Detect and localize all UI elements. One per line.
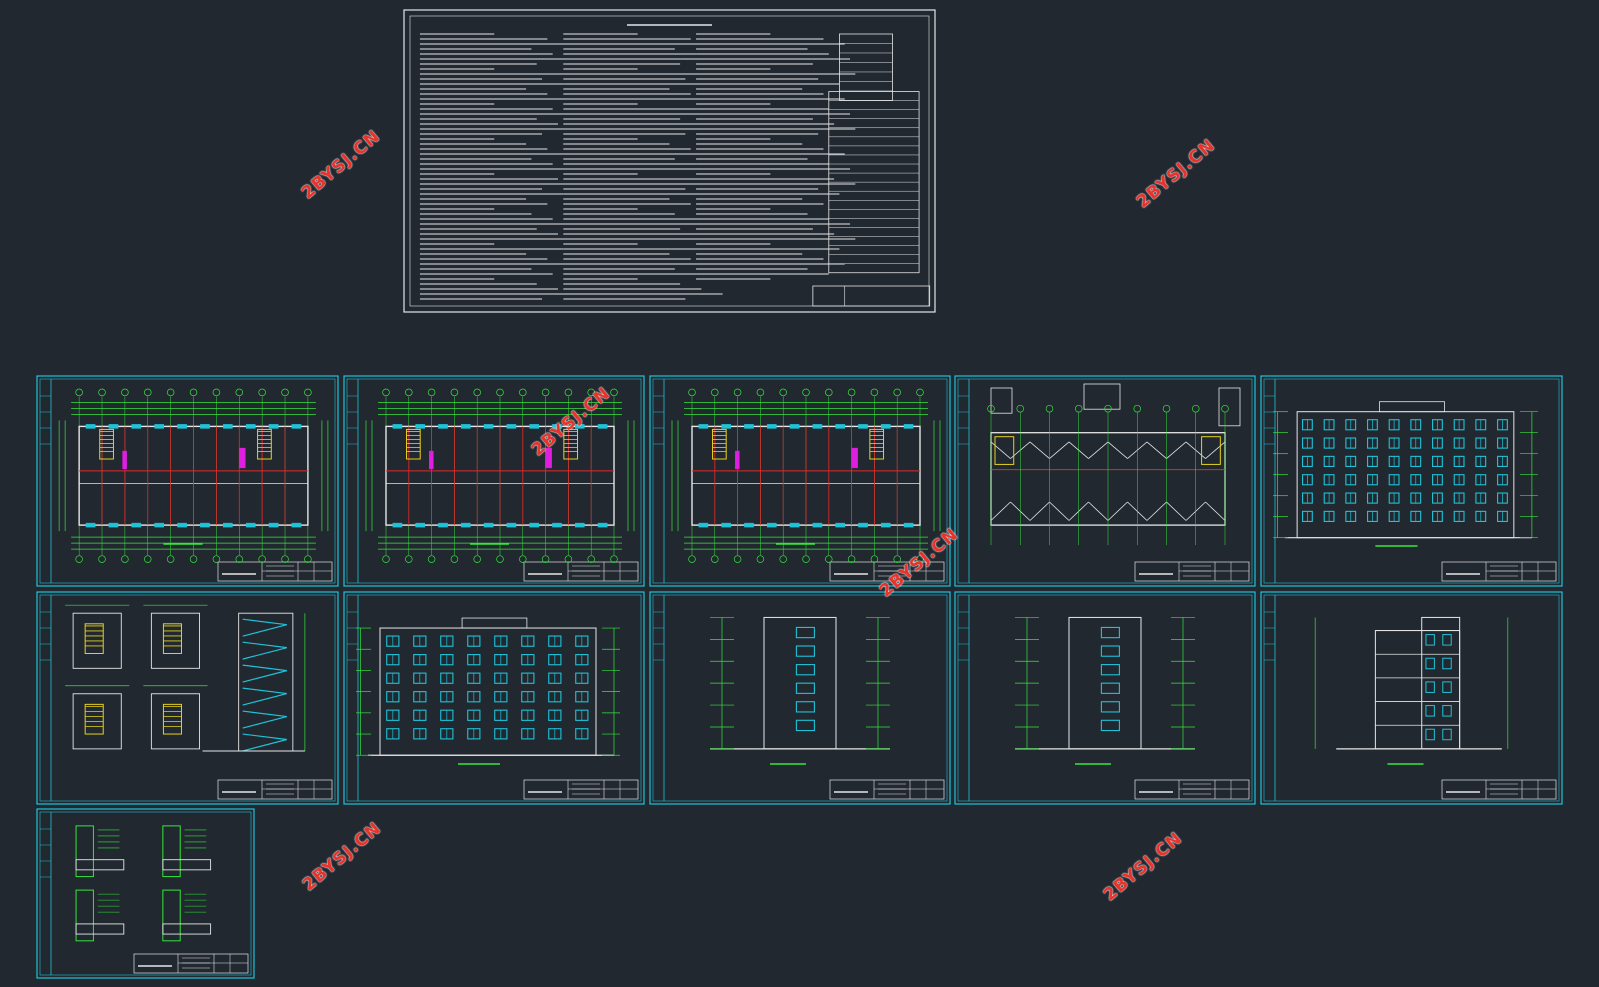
sheet-plan-3[interactable] xyxy=(649,375,951,587)
sheet-elevation-side-2[interactable] xyxy=(954,591,1256,805)
sheet-elevation-rear[interactable] xyxy=(343,591,645,805)
sheet-plan-2[interactable] xyxy=(343,375,645,587)
sheet-section-1-1[interactable] xyxy=(1260,591,1563,805)
sheet-wall-details[interactable] xyxy=(36,808,255,979)
sheet-stair-details[interactable] xyxy=(36,591,339,805)
drawing-sheets xyxy=(36,9,1563,979)
sheet-elevation-front[interactable] xyxy=(1260,375,1563,587)
sheet-roof-plan[interactable] xyxy=(954,375,1256,587)
sheet-plan-1[interactable] xyxy=(36,375,339,587)
sheet-general-notes[interactable] xyxy=(403,9,936,313)
sheet-elevation-side-1[interactable] xyxy=(649,591,951,805)
